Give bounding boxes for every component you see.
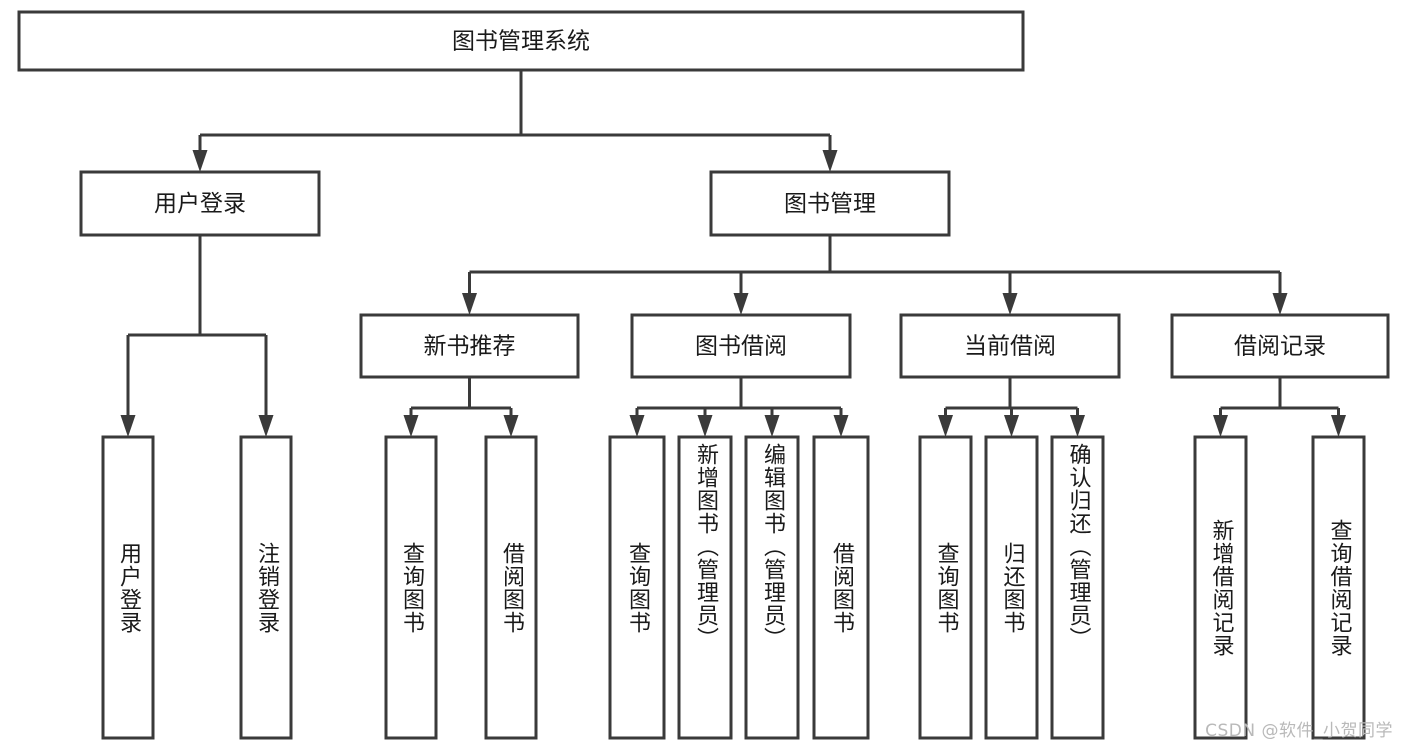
arrow-head-icon — [764, 415, 780, 437]
leaf-node-label: 查询图书 — [398, 541, 424, 634]
node-box — [1050, 435, 1105, 740]
book-manage-fan-branch-2 — [733, 272, 749, 315]
node-box — [812, 435, 870, 740]
arrow-head-icon — [120, 415, 136, 437]
book-manage-fan-branch-3 — [1002, 272, 1018, 315]
root-fan-branch-2 — [822, 135, 838, 172]
level2-node-新书推荐[interactable]: 新书推荐 — [359, 313, 580, 379]
node-box — [1311, 435, 1366, 740]
node-box — [101, 435, 155, 740]
leaf-label-cell-用户登录: 用户登录 — [103, 437, 153, 738]
level2-node-借阅记录[interactable]: 借阅记录 — [1170, 313, 1390, 379]
leaf-label-cell-新增借阅记录: 新增借阅记录 — [1195, 437, 1246, 738]
watermark: CSDN @软件_小贺同学 — [1205, 721, 1393, 741]
arrow-head-icon — [733, 293, 749, 315]
leaf-label-cell-查询图书: 查询图书 — [920, 437, 971, 738]
leaf-node-编辑图书管理员[interactable] — [744, 435, 800, 740]
leaf-label-cell-确认归还管理员: 确认归还（管理员） — [1052, 443, 1103, 738]
leaf-node-label: 确认归还（管理员） — [1065, 443, 1091, 650]
arrow-head-icon — [1331, 415, 1346, 437]
node-box — [1170, 313, 1390, 379]
node-label: 借阅记录 — [1234, 334, 1326, 360]
borrow-book-fan-branch-1 — [629, 408, 645, 437]
leaf-node-label: 借阅图书 — [498, 541, 524, 634]
borrow-record-fan-branch-1 — [1213, 408, 1228, 437]
arrow-head-icon — [1213, 415, 1228, 437]
current-borrow-fan-branch-2 — [1004, 408, 1019, 437]
leaf-node-label: 查询借阅记录 — [1326, 518, 1352, 657]
arrow-head-icon — [697, 415, 713, 437]
node-box — [709, 170, 951, 237]
level1-node-图书管理[interactable]: 图书管理 — [709, 170, 951, 237]
leaf-node-label: 查询图书 — [624, 541, 650, 634]
node-label: 图书借阅 — [695, 334, 787, 360]
leaf-node-label: 新增图书（管理员） — [692, 443, 718, 650]
leaf-node-确认归还管理员[interactable] — [1050, 435, 1105, 740]
book-manage-fan-branch-4 — [1272, 272, 1288, 315]
current-borrow-fan-branch-1 — [938, 408, 953, 437]
arrow-head-icon — [1004, 415, 1019, 437]
leaf-node-查询图书[interactable] — [384, 435, 438, 740]
node-label: 新书推荐 — [424, 334, 516, 360]
node-box — [17, 10, 1025, 72]
leaf-label-cell-查询图书: 查询图书 — [386, 437, 436, 738]
user-login-fan-branch-2 — [258, 335, 274, 437]
borrow-book-fan-branch-2 — [697, 408, 713, 437]
level2-node-当前借阅[interactable]: 当前借阅 — [899, 313, 1121, 379]
leaf-label-cell-查询借阅记录: 查询借阅记录 — [1313, 437, 1364, 738]
leaf-node-label: 用户登录 — [115, 541, 141, 634]
node-box — [984, 435, 1039, 740]
arrow-head-icon — [1070, 415, 1085, 437]
node-label: 图书管理 — [784, 191, 876, 217]
leaf-node-借阅图书[interactable] — [812, 435, 870, 740]
arrow-head-icon — [822, 150, 838, 172]
arrow-head-icon — [629, 415, 645, 437]
leaf-node-label: 新增借阅记录 — [1208, 518, 1234, 657]
arrow-head-icon — [1002, 293, 1018, 315]
arrow-head-icon — [258, 415, 274, 437]
leaf-label-cell-归还图书: 归还图书 — [986, 437, 1037, 738]
leaf-node-label: 查询图书 — [933, 541, 959, 634]
arrow-head-icon — [403, 415, 419, 437]
root-fan-branch-1 — [192, 135, 208, 172]
node-label: 当前借阅 — [964, 334, 1056, 360]
leaf-label-cell-注销登录: 注销登录 — [241, 437, 291, 738]
borrow-book-fan-branch-3 — [764, 408, 780, 437]
leaf-label-cell-编辑图书管理员: 编辑图书（管理员） — [746, 443, 798, 738]
leaf-node-label: 注销登录 — [253, 541, 279, 634]
leaf-node-用户登录[interactable] — [101, 435, 155, 740]
current-borrow-fan-branch-3 — [1070, 408, 1085, 437]
arrow-head-icon — [462, 293, 477, 315]
node-label: 用户登录 — [154, 191, 246, 217]
arrow-head-icon — [192, 150, 208, 172]
root-node-图书管理系统[interactable]: 图书管理系统 — [17, 10, 1025, 72]
arrow-head-icon — [833, 415, 849, 437]
level1-node-用户登录[interactable]: 用户登录 — [79, 170, 321, 237]
new-book-fan-branch-1 — [403, 408, 419, 437]
arrow-head-icon — [1272, 293, 1288, 315]
book-manage-fan-branch-1 — [462, 272, 477, 315]
level2-node-图书借阅[interactable]: 图书借阅 — [630, 313, 852, 379]
leaf-label-cell-借阅图书: 借阅图书 — [814, 437, 868, 738]
borrow-book-fan-branch-4 — [833, 408, 849, 437]
node-box — [239, 435, 293, 740]
leaf-label-cell-借阅图书: 借阅图书 — [486, 437, 536, 738]
leaf-label-cell-新增图书管理员: 新增图书（管理员） — [679, 443, 731, 738]
leaf-node-label: 编辑图书（管理员） — [759, 443, 785, 650]
leaf-node-查询借阅记录[interactable] — [1311, 435, 1366, 740]
leaf-label-cell-查询图书: 查询图书 — [610, 437, 664, 738]
leaf-node-label: 归还图书 — [999, 541, 1025, 634]
leaf-node-label: 借阅图书 — [828, 541, 854, 634]
borrow-record-fan-branch-2 — [1331, 408, 1346, 437]
arrow-head-icon — [503, 415, 519, 437]
node-label: 图书管理系统 — [452, 29, 590, 55]
node-box — [384, 435, 438, 740]
leaf-node-注销登录[interactable] — [239, 435, 293, 740]
new-book-fan-branch-2 — [503, 408, 519, 437]
arrow-head-icon — [938, 415, 953, 437]
node-box — [744, 435, 800, 740]
leaf-node-归还图书[interactable] — [984, 435, 1039, 740]
user-login-fan-branch-1 — [120, 335, 136, 437]
